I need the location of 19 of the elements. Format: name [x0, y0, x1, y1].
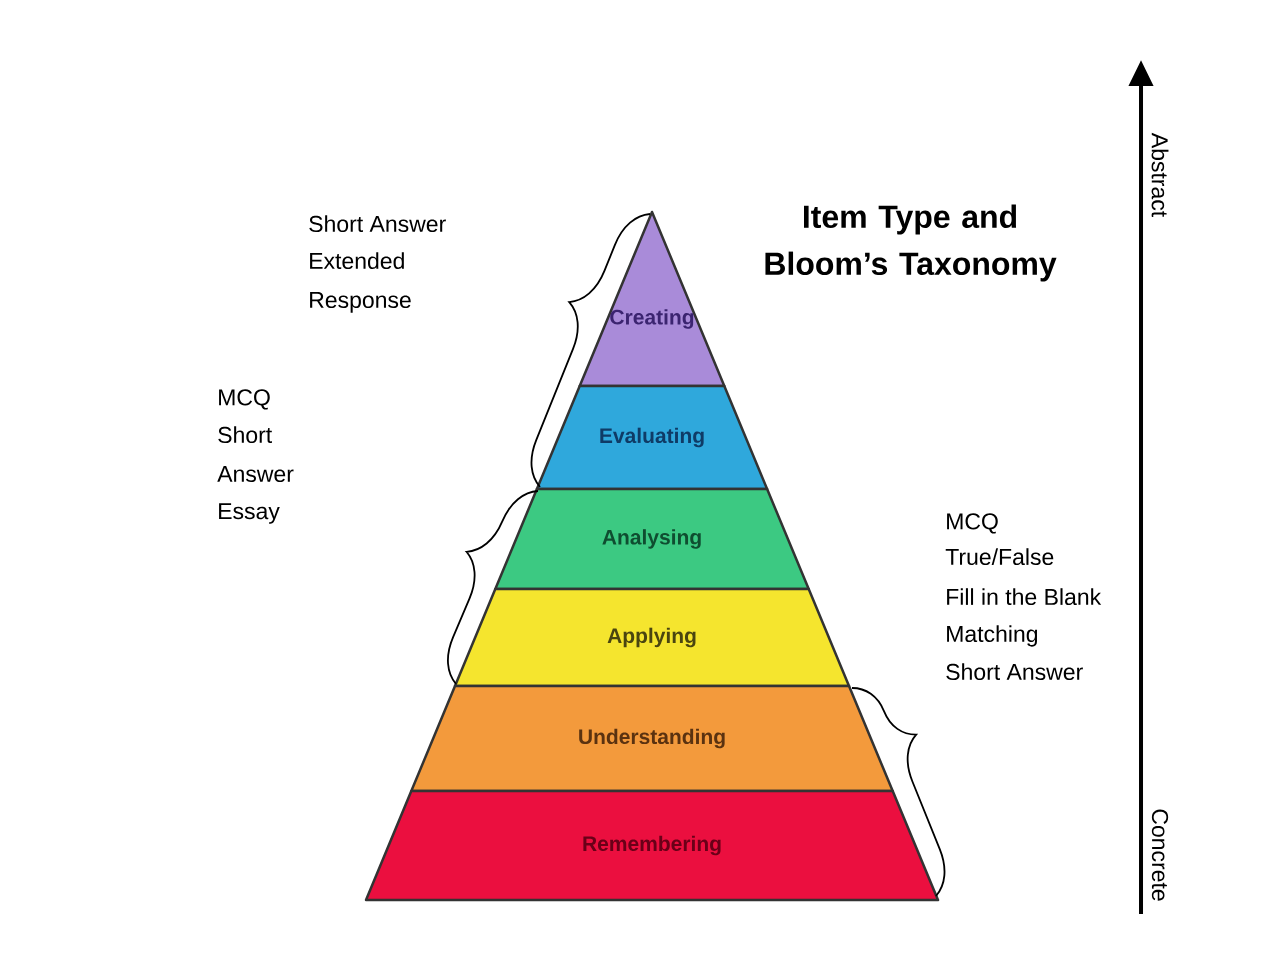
item-type-label: True/False: [945, 548, 1054, 566]
item-type-label: MCQ: [947, 513, 998, 534]
axis-label: Abstract: [1151, 132, 1169, 217]
item-type-label: Fill in the Blank: [947, 588, 1102, 606]
pyramid-level: Analysing: [494, 487, 810, 591]
pyramid-level: Applying: [453, 587, 851, 688]
pyramid-level: Understanding: [410, 684, 894, 793]
pyramid-level: Remembering: [364, 789, 940, 902]
item-type-label: Short Answer: [217, 426, 294, 483]
item-type-label: Essay: [219, 503, 280, 524]
item-type-label: Extended Response: [310, 252, 411, 313]
axis-label: Concrete: [1151, 809, 1169, 901]
item-type-label: Short Answer: [309, 215, 446, 233]
title: Item Type and Bloom’s Taxonomy: [765, 204, 1057, 282]
item-type-label: MCQ: [219, 389, 270, 410]
item-type-label: Short Answer: [946, 663, 1083, 681]
pyramid-level: Creating: [578, 210, 726, 388]
pyramid-level: Evaluating: [535, 384, 769, 491]
item-type-label: Matching: [947, 625, 1038, 647]
